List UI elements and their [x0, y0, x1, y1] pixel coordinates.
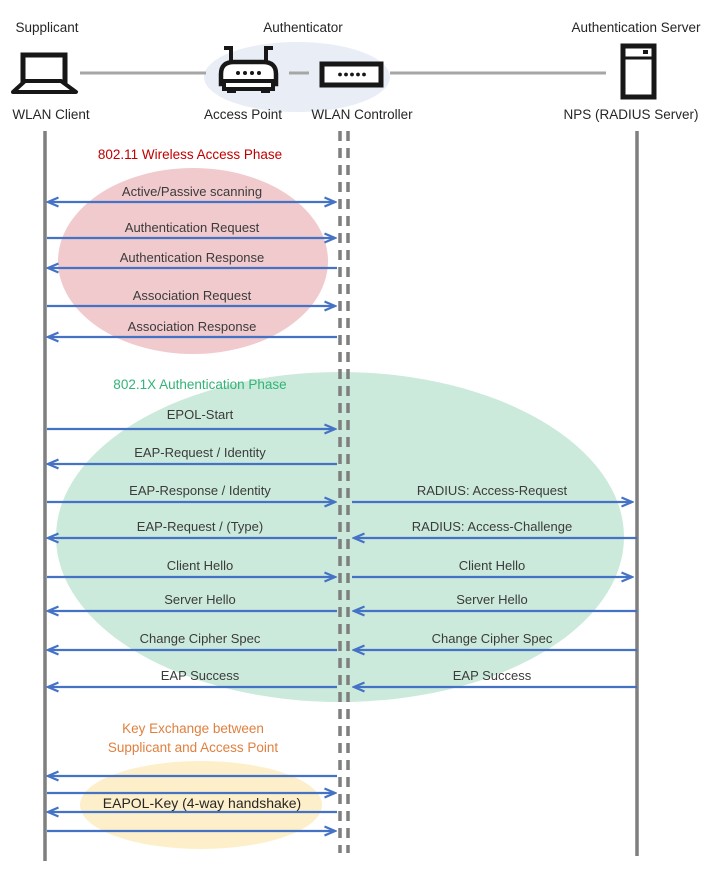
actor-label-supplicant: Supplicant [15, 20, 79, 35]
msg-change-cipher-right: Change Cipher Spec [431, 631, 553, 646]
device-label-access-point: Access Point [203, 107, 283, 122]
wlan-controller-icon [319, 61, 384, 88]
phase3-title-line1: Key Exchange between [122, 721, 264, 736]
access-point-icon [218, 46, 279, 93]
msg-eap-request-identity: EAP-Request / Identity [134, 445, 266, 460]
msg-association-response: Association Response [127, 319, 257, 334]
device-label-nps-radius-server: NPS (RADIUS Server) [563, 107, 699, 122]
authenticator-group-ellipse [204, 42, 390, 112]
msg-eap-request-type: EAP-Request / (Type) [136, 519, 264, 534]
msg-server-hello-left: Server Hello [164, 592, 236, 607]
laptop-icon [11, 52, 78, 94]
msg-authentication-request: Authentication Request [124, 220, 260, 235]
msg-eap-success-right: EAP Success [452, 668, 532, 683]
server-icon [620, 43, 657, 100]
msg-server-hello-right: Server Hello [456, 592, 528, 607]
phase2-title: 802.1X Authentication Phase [113, 377, 287, 392]
device-label-wlan-controller: WLAN Controller [311, 107, 413, 122]
msg-association-request: Association Request [132, 288, 252, 303]
msg-active-passive-scanning: Active/Passive scanning [121, 184, 263, 199]
actor-label-authentication-server: Authentication Server [571, 20, 701, 35]
phase3-title-line2: Supplicant and Access Point [107, 740, 279, 755]
msg-eap-response-identity: EAP-Response / Identity [129, 483, 271, 498]
access-point-led-dots [236, 71, 261, 75]
msg-change-cipher-left: Change Cipher Spec [139, 631, 261, 646]
wlan-controller-lifeline [338, 131, 350, 853]
message-arrows [47, 202, 637, 831]
wlan-controller-led-dots [338, 72, 366, 77]
device-label-wlan-client: WLAN Client [12, 107, 90, 122]
actor-label-authenticator: Authenticator [263, 20, 343, 35]
msg-client-hello-left: Client Hello [166, 558, 234, 573]
phase1-title: 802.11 Wireless Access Phase [97, 147, 283, 162]
msg-radius-access-challenge: RADIUS: Access-Challenge [411, 519, 573, 534]
msg-client-hello-right: Client Hello [458, 558, 526, 573]
msg-epol-start: EPOL-Start [166, 407, 234, 422]
phase2-ellipse [56, 372, 624, 702]
phase1-ellipse [58, 168, 328, 354]
msg-authentication-response: Authentication Response [119, 250, 265, 265]
phase3-ellipse [80, 761, 322, 849]
msg-eap-success-left: EAP Success [160, 668, 240, 683]
msg-radius-access-request: RADIUS: Access-Request [416, 483, 568, 498]
msg-eapol-key-handshake: EAPOL-Key (4-way handshake) [102, 795, 302, 811]
